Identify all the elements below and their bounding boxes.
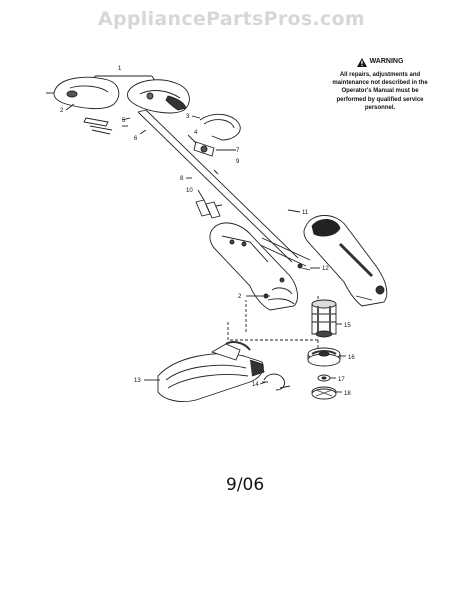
callout-11: 11 [302,210,309,216]
callout-14: 14 [252,382,259,388]
part-4-auxiliary-handle [187,113,241,157]
site-watermark: AppliancePartsPros.com [97,8,365,30]
warning-title: WARNING [369,58,404,66]
warning-triangle-icon [356,58,367,67]
callout-7: 7 [236,148,240,154]
part-11-lower-tube [257,237,311,271]
callout-16: 16 [348,355,355,361]
motor-housing-right-half [303,215,388,307]
warning-text: All repairs, adjustments and maintenance… [332,72,428,111]
callout-6: 6 [134,136,138,142]
callout-5: 5 [122,118,126,124]
callout-9: 9 [236,159,240,165]
motor-housing-left-half [209,222,298,311]
part-15-motor [311,299,337,338]
callout-15: 15 [344,323,351,329]
callout-4: 4 [194,130,198,136]
part-2-left-handle-half [46,76,120,110]
part-2-screw [262,293,270,299]
callout-8: 8 [180,176,184,182]
part-10-clips [195,199,223,219]
callout-2-upper: 2 [60,108,64,114]
callout-17: 17 [338,377,345,383]
callout-12: 12 [322,266,329,272]
callout-2-lower: 2 [238,294,242,300]
callout-10: 10 [186,188,193,194]
part-17-washer [317,374,331,382]
part-8-main-tube [137,109,299,263]
part-5-switch [83,117,113,135]
callout-18: 18 [344,391,351,397]
part-18-spool-cap [311,386,337,400]
part-16-spool [307,347,341,367]
callout-13: 13 [134,378,141,384]
warning-notice: WARNING All repairs, adjustments and mai… [330,58,430,112]
part-13-guard [157,341,265,403]
part-14-clip [259,373,291,391]
part-1-right-handle-half [127,79,190,114]
callout-1: 1 [118,66,122,72]
date-code: 9/06 [226,475,265,495]
callout-3: 3 [186,114,190,120]
warning-header: WARNING [330,58,430,67]
